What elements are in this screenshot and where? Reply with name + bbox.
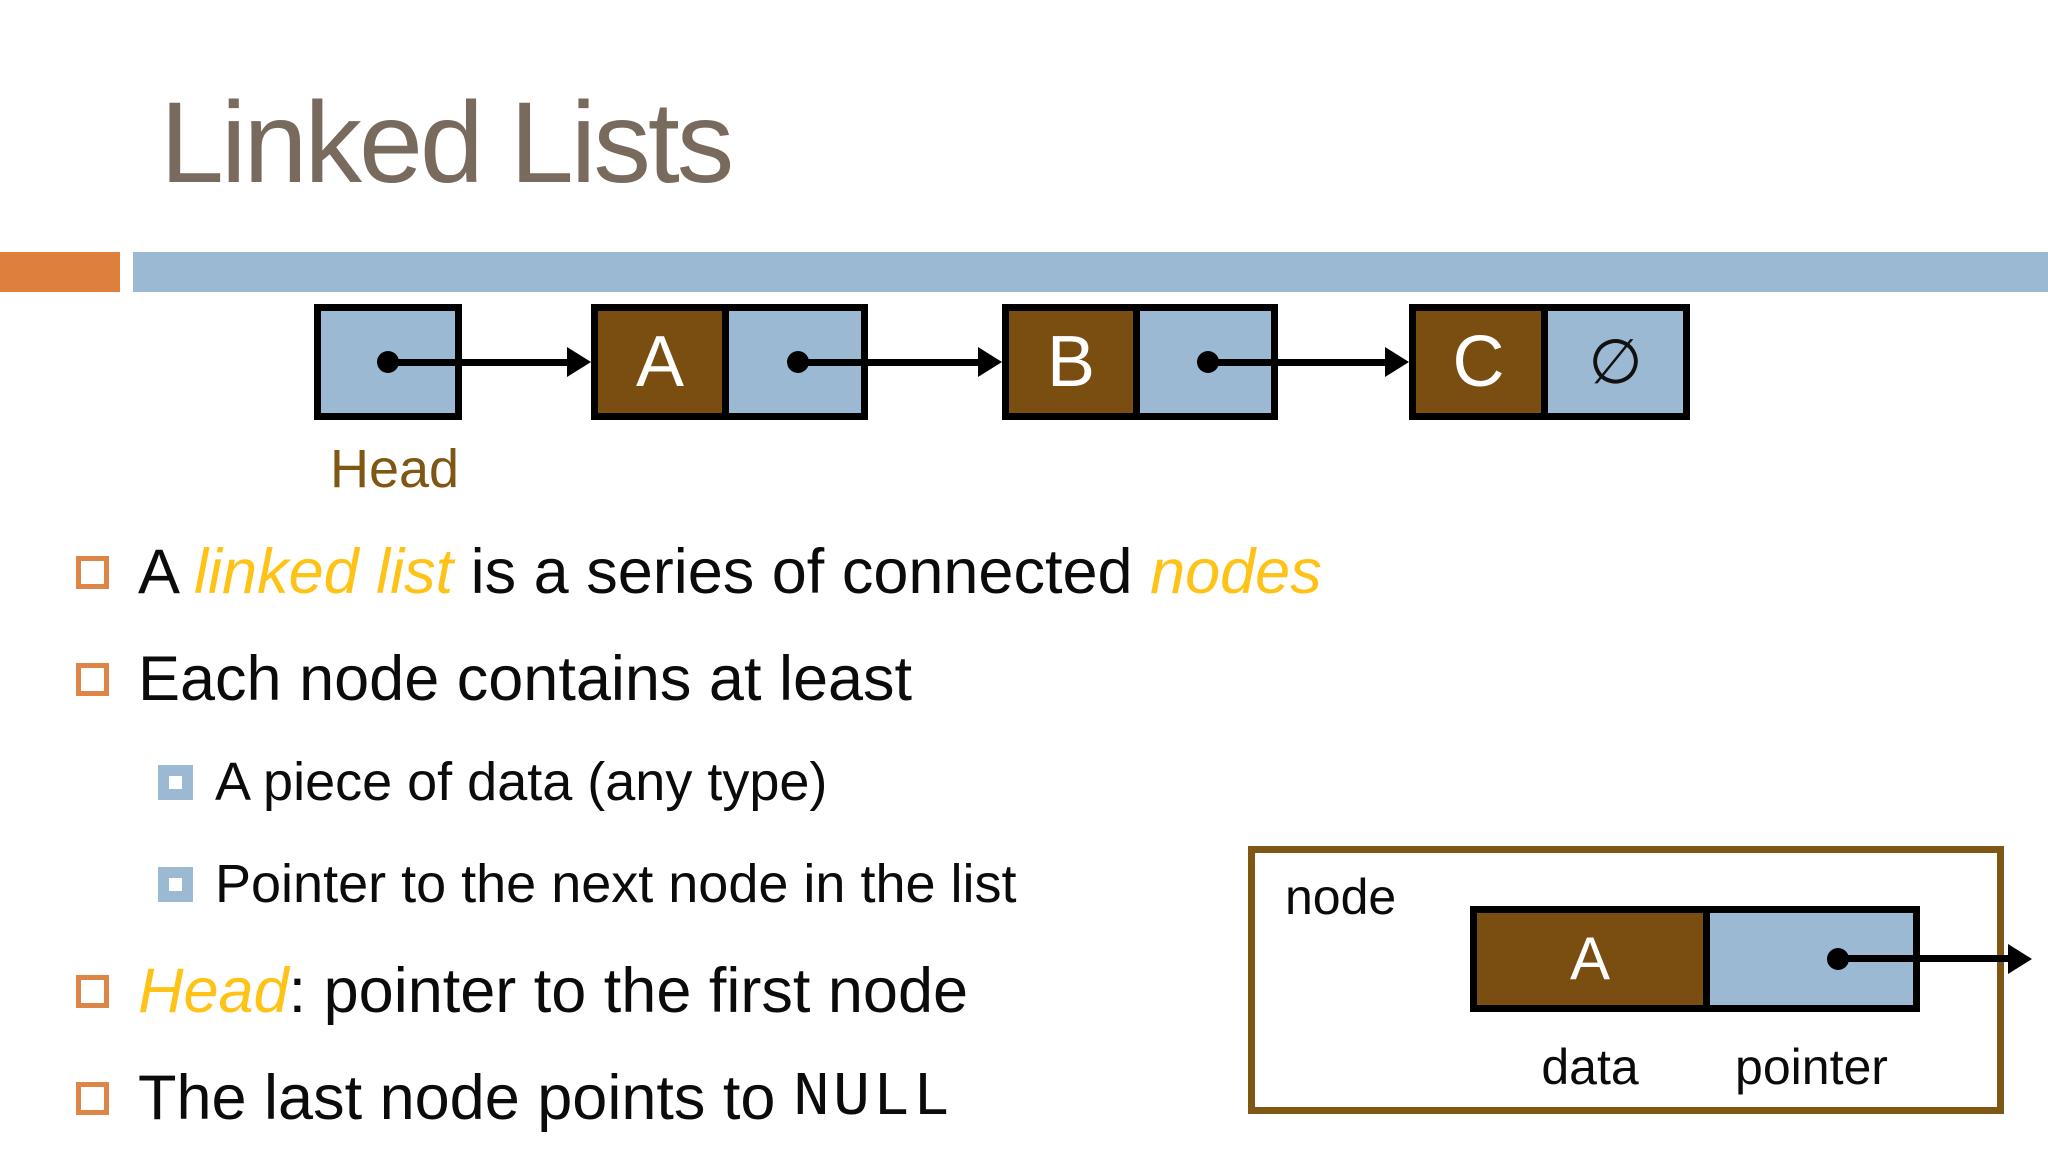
bullet-segment: Pointer to the next node in the list <box>215 854 1017 914</box>
bullet-segment: NULL <box>792 1063 954 1133</box>
bullet-row: Pointer to the next node in the list <box>158 853 1017 915</box>
node-data-value: A <box>1569 925 1611 992</box>
next-pointer-arrow <box>798 359 978 366</box>
null-symbol: ∅ <box>1588 325 1643 398</box>
bullet-row: A piece of data (any type) <box>158 751 827 813</box>
head-label: Head <box>330 439 460 499</box>
arrowhead-icon <box>2008 944 2032 974</box>
node-outline-box <box>1248 846 2004 1114</box>
accent-bar-orange <box>0 252 120 292</box>
bullet-segment: A <box>138 537 195 607</box>
node-diagram-label: node <box>1285 869 1397 925</box>
square-bullet-icon <box>76 1081 109 1115</box>
pointer-origin-dot <box>377 351 399 373</box>
arrowhead-icon <box>567 347 591 377</box>
sub-square-bullet-icon <box>158 764 193 800</box>
bullet-segment: The last node points to <box>138 1063 793 1133</box>
square-bullet-icon <box>76 555 109 589</box>
pointer-origin-dot <box>787 351 809 373</box>
data-caption: data <box>1541 1039 1639 1095</box>
arrowhead-icon <box>1385 347 1409 377</box>
node-b-data-cell: B <box>1002 304 1140 420</box>
node-b-value: B <box>1046 322 1096 402</box>
node-c-pointer-cell: ∅ <box>1541 304 1690 420</box>
node-a-value: A <box>635 322 685 402</box>
node-data-cell: A <box>1470 906 1710 1012</box>
node-c-value: C <box>1452 322 1505 402</box>
bullet-segment: Head <box>138 956 289 1026</box>
bullet-segment: linked list <box>194 537 454 607</box>
next-pointer-arrow <box>1838 955 2008 962</box>
square-bullet-icon <box>76 974 109 1008</box>
bullet-segment: is a series of connected <box>453 537 1151 607</box>
bullet-segment: Each node contains at least <box>138 644 913 714</box>
pointer-origin-dot <box>1197 351 1219 373</box>
bullet-segment: A piece of data (any type) <box>215 752 828 812</box>
bullet-row: The last node points to NULL <box>76 1062 953 1134</box>
bullet-row: Head: pointer to the first node <box>76 955 968 1027</box>
node-a-data-cell: A <box>591 304 729 420</box>
bullet-segment: nodes <box>1150 537 1322 607</box>
node-c-data-cell: C <box>1409 304 1548 420</box>
bullet-segment: : pointer to the first node <box>288 956 969 1026</box>
sub-square-bullet-icon <box>158 866 193 902</box>
next-pointer-arrow <box>388 359 567 366</box>
next-pointer-arrow <box>1208 359 1385 366</box>
pointer-caption: pointer <box>1735 1039 1888 1095</box>
square-bullet-icon <box>76 662 109 696</box>
accent-bar-blue <box>133 252 2048 292</box>
bullet-row: A linked list is a series of connected n… <box>76 536 1322 608</box>
page-title: Linked Lists <box>160 79 734 207</box>
arrowhead-icon <box>978 347 1002 377</box>
bullet-row: Each node contains at least <box>76 643 912 715</box>
